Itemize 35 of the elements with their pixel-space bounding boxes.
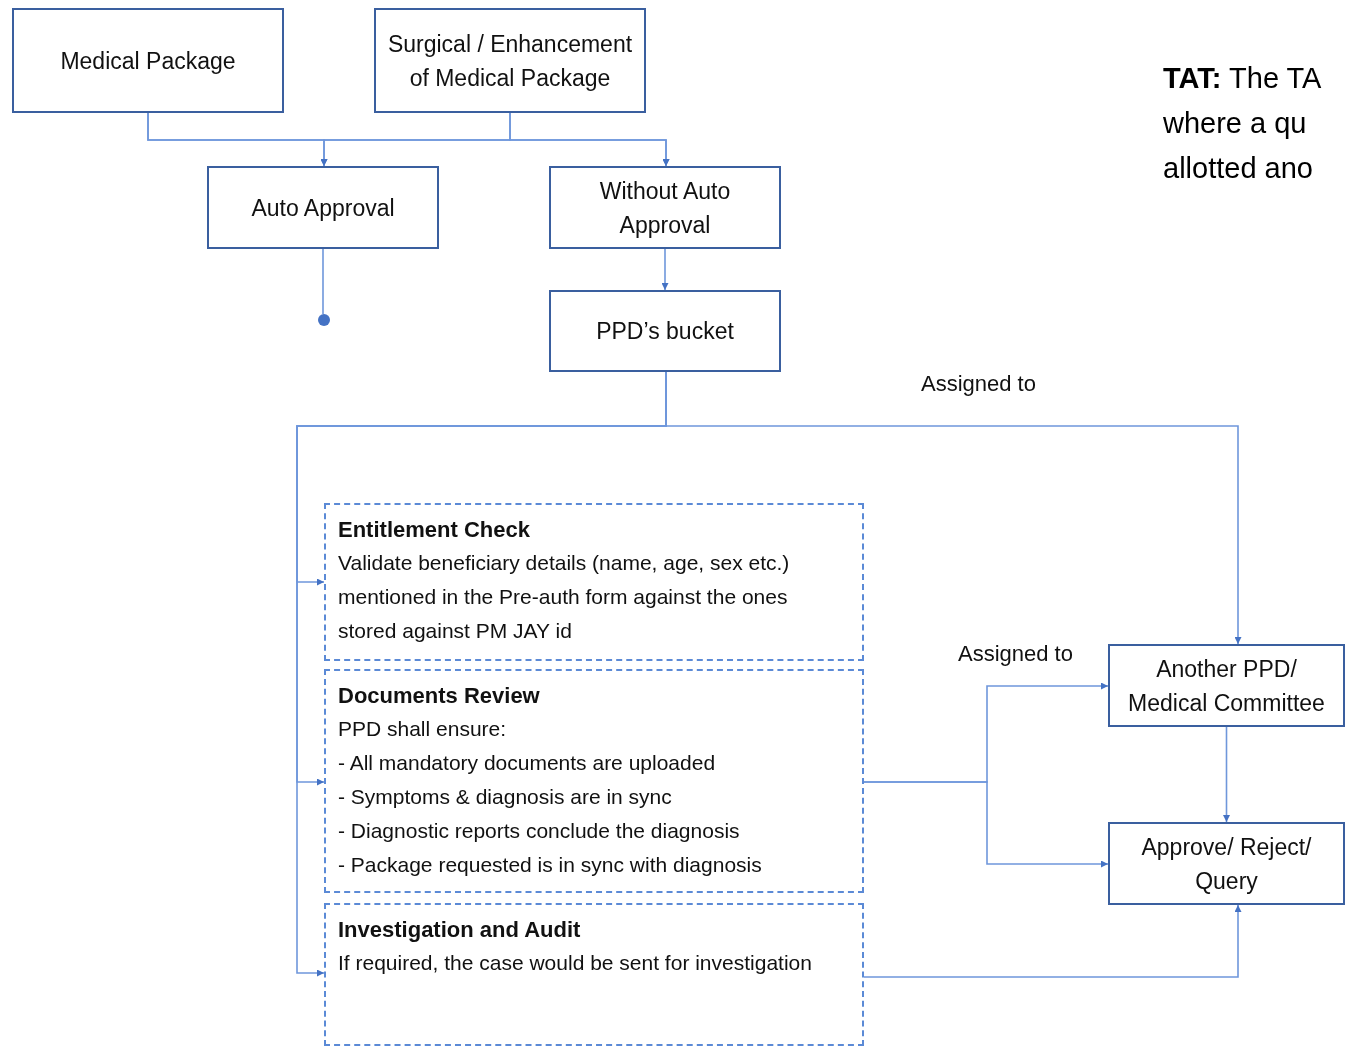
step-description: PPD shall ensure: — [338, 716, 508, 742]
box-label: Without Auto Approval — [598, 176, 732, 240]
box-label: Another PPD/ Medical Committee — [1127, 654, 1326, 718]
box-label: Surgical / Enhancement of Medical Package — [386, 29, 634, 93]
end-dot — [318, 314, 330, 326]
arrow — [863, 904, 1242, 978]
step-description: - Package requested is in sync with diagnosis — [338, 852, 763, 878]
arrow — [509, 112, 670, 167]
box-label: Medical Package — [60, 46, 236, 76]
arrow — [661, 248, 669, 291]
connector-line — [322, 248, 324, 315]
dashed-step-box — [324, 903, 864, 1046]
step-heading: Investigation and Audit — [338, 916, 582, 944]
step-description: Validate beneficiary details (name, age, sex etc.) mentioned in the Pre-auth form against the ones stored against PM JAY id — [338, 550, 791, 644]
note-text: TAT: The TA where a qu allotted ano — [1163, 61, 1322, 186]
step-heading: Documents Review — [338, 682, 541, 710]
box-label: Auto Approval — [251, 193, 395, 223]
process-box — [549, 166, 781, 249]
dashed-step-box — [324, 669, 864, 893]
step-description: - All mandatory documents are uploaded — [338, 750, 717, 776]
dashed-step-box — [324, 503, 864, 661]
arrow — [1223, 726, 1230, 823]
process-box — [207, 166, 439, 249]
process-box — [1108, 644, 1345, 727]
process-box — [12, 8, 284, 113]
step-description: If required, the case would be sent for investigation — [338, 950, 813, 976]
step-heading: Entitlement Check — [338, 516, 531, 544]
process-box — [549, 290, 781, 372]
process-box — [374, 8, 646, 113]
box-label: PPD’s bucket — [596, 317, 734, 346]
step-description: - Symptoms & diagnosis are in sync — [338, 784, 673, 810]
process-box — [1108, 822, 1345, 905]
box-label: Approve/ Reject/ Query — [1140, 832, 1313, 896]
arrow — [863, 781, 1109, 868]
step-description: - Diagnostic reports conclude the diagnosis — [338, 818, 741, 844]
